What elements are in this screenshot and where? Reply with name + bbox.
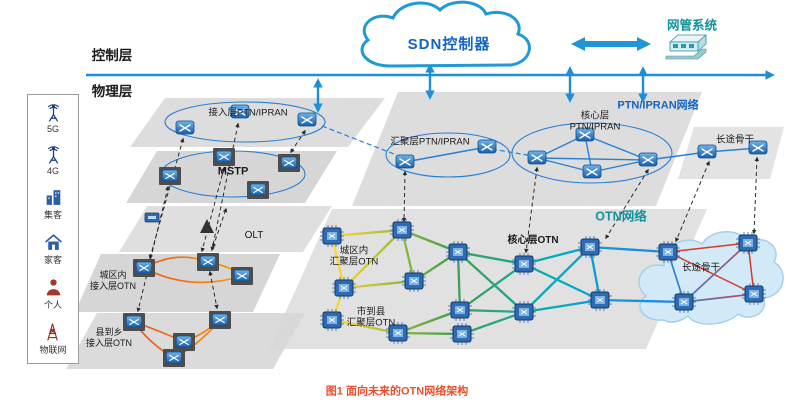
home-icon [44,234,62,250]
otn-node-icon [587,288,613,312]
sidebar-item-label: 物联网 [39,345,67,355]
otn-node-icon [445,240,471,264]
sidebar-item-5g: 5G [43,102,64,134]
otn-node-icon [447,298,473,322]
otn-node-icon [511,300,537,324]
olt-antenna-icon [200,219,214,233]
router-icon [638,152,658,167]
sidebar-item-home-customer: 家客 [43,231,64,266]
control-plane-elements [86,0,775,113]
person-icon [46,279,60,296]
otn-access-node-icon [197,253,219,271]
router-icon [575,127,595,142]
mstp-node-icon [213,148,235,166]
customer-types-panel: 5G 4G 集客 家客 个人 [27,94,79,364]
network-nodes [123,104,768,367]
otn-access-node-icon [163,349,185,367]
router-icon [527,150,547,165]
nms-server-icon [665,34,708,60]
otn-node-icon [331,276,357,300]
otn-node-icon [577,235,603,259]
antenna-5g-icon [47,104,59,122]
layer-planes [66,92,784,369]
otn-node-icon [389,218,415,242]
sidebar-item-label: 个人 [43,300,62,310]
otn-node-icon [319,224,345,248]
otn-access-node-icon [209,311,231,329]
otn-node-icon [385,321,411,345]
plane-ptn-backbone [678,127,784,179]
sidebar-item-label: 4G [46,166,59,176]
sidebar-item-4g: 4G [43,144,64,176]
sidebar-item-label: 集客 [43,210,62,220]
mstp-node-icon [159,167,181,185]
sidebar-item-group-customer: 集客 [43,186,64,221]
router-icon [697,144,717,159]
building-icon [46,190,60,205]
otn-backbone-node-icon [655,240,681,264]
otn-node-icon [511,252,537,276]
mstp-node-icon [247,181,269,199]
otn-backbone-node-icon [741,282,767,306]
otn-backbone-node-icon [735,231,761,255]
sidebar-item-individual: 个人 [43,276,64,311]
router-icon [582,164,602,179]
sdn-controller-cloud [360,0,531,68]
interlayer-arrows [136,122,760,313]
sidebar-item-iot: 物联网 [39,321,67,356]
sidebar-item-label: 5G [46,124,59,134]
otn-access-node-icon [231,267,253,285]
otn-access-node-icon [123,313,145,331]
cloud-nms-arrow [571,37,651,51]
router-icon [748,140,768,155]
olt-device-icon [144,212,160,223]
plane-ptn-access [130,98,385,147]
otn-access-node-icon [133,259,155,277]
otn-access-node-icon [173,333,195,351]
router-icon [175,120,195,135]
otn-node-icon [449,322,475,346]
router-icon [477,139,497,154]
otn-backbone-node-icon [671,290,697,314]
router-icon [297,112,317,127]
router-icon [395,154,415,169]
otn-node-icon [319,308,345,332]
antenna-4g-icon [47,146,59,164]
sidebar-item-label: 家客 [43,255,62,265]
router-icon [230,104,250,119]
mstp-node-icon [278,154,300,172]
tower-icon [47,323,59,341]
otn-node-icon [401,269,427,293]
